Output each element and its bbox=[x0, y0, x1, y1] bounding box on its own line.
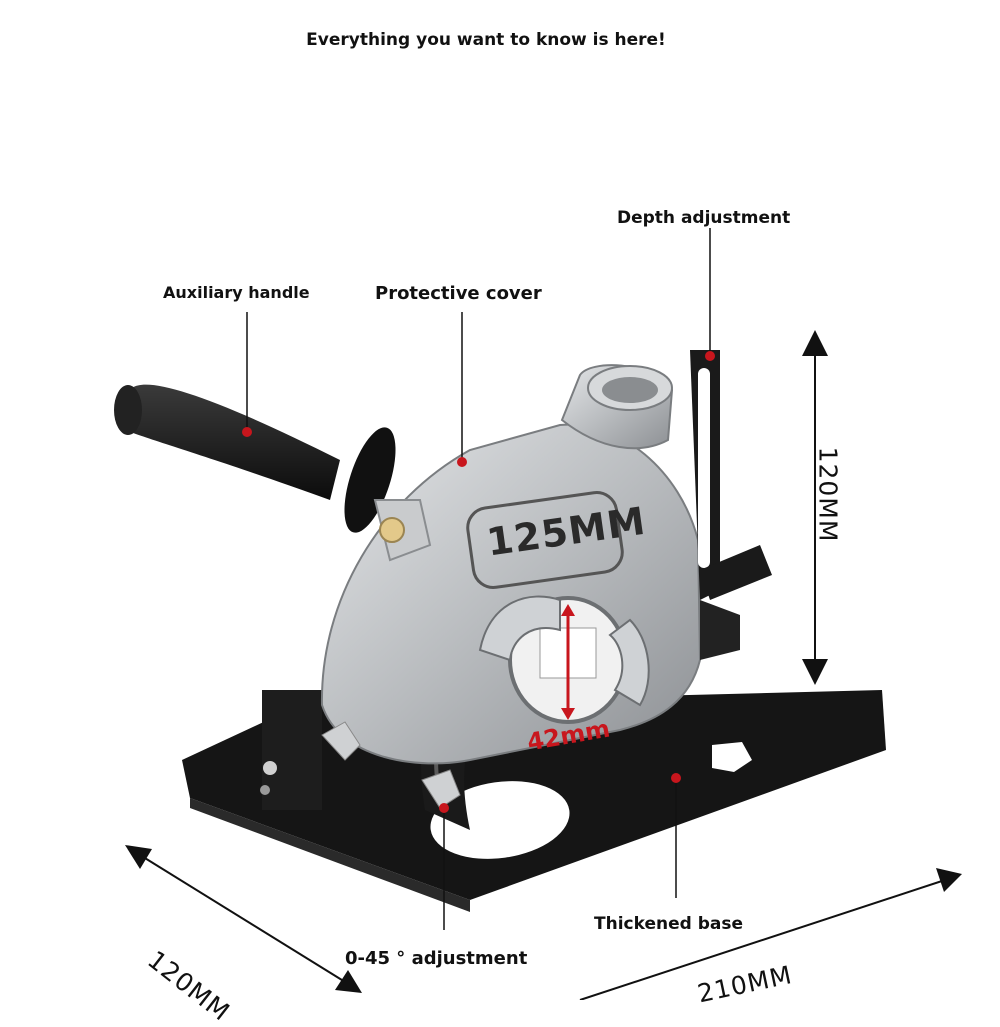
product-infographic: Everything you want to know is here! Aux… bbox=[114, 30, 962, 1027]
auxiliary-handle-grip bbox=[114, 384, 432, 562]
callout-auxiliary-handle: Auxiliary handle bbox=[163, 283, 310, 302]
callout-lines bbox=[246, 228, 711, 930]
callout-depth-adjustment: Depth adjustment bbox=[617, 208, 791, 228]
page-headline: Everything you want to know is here! bbox=[306, 30, 666, 50]
depth-adjustment-post bbox=[690, 350, 772, 660]
side-bracket bbox=[260, 690, 322, 810]
bore-dimension-arrow bbox=[561, 604, 575, 720]
wing-nuts bbox=[321, 721, 461, 809]
length-dimension-arrow bbox=[579, 868, 962, 1000]
callout-markers bbox=[242, 351, 715, 813]
height-dimension-arrow bbox=[802, 330, 828, 685]
width-dimension-arrow bbox=[125, 845, 362, 993]
callout-thickened-base: Thickened base bbox=[594, 914, 743, 934]
height-dimension-label: 120MM bbox=[813, 446, 843, 543]
product-illustration bbox=[114, 228, 962, 1000]
callout-angle-adjustment: 0-45 ° adjustment bbox=[345, 948, 528, 969]
callout-protective-cover: Protective cover bbox=[375, 283, 542, 304]
dust-port bbox=[560, 364, 674, 450]
